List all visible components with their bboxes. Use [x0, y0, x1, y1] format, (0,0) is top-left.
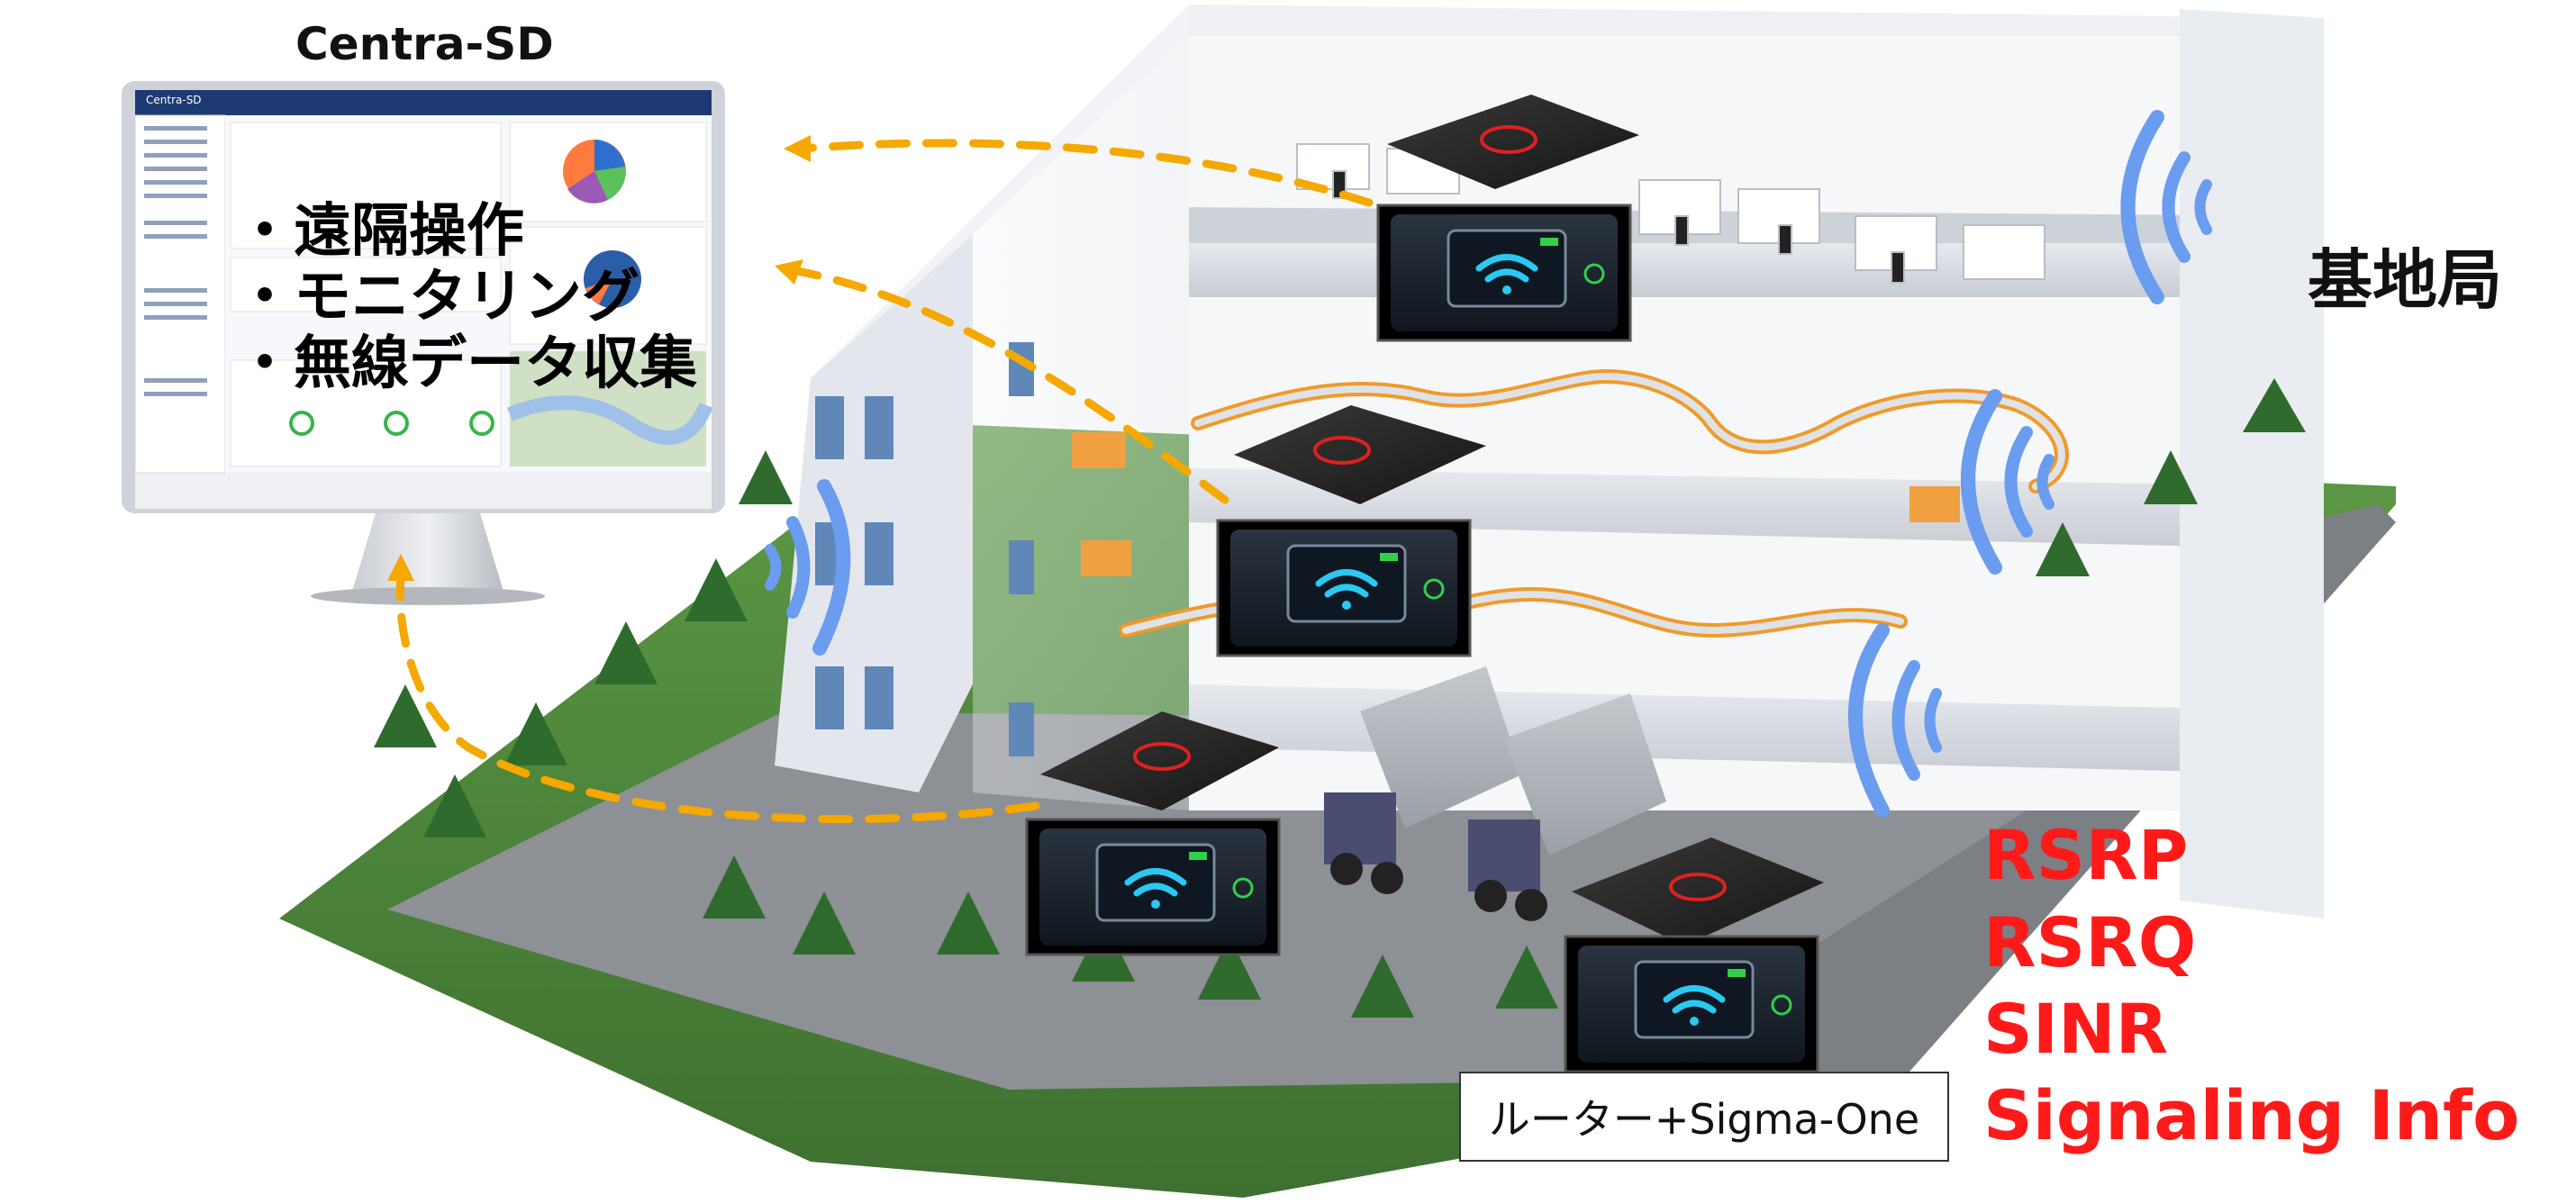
- app-header-label: Centra-SD: [146, 94, 202, 106]
- router-device: [1216, 519, 1472, 657]
- router-device: [1376, 204, 1632, 342]
- sigma-logo-icon: [1313, 436, 1371, 465]
- app-title: Centra-SD: [295, 18, 554, 70]
- monitor: [122, 81, 725, 605]
- feature-monitoring: ・モニタリング: [236, 264, 639, 330]
- feature-remote-operation: ・遠隔操作: [236, 198, 524, 265]
- sigma-logo-icon: [1133, 742, 1191, 771]
- wifi-icon: [1475, 254, 1538, 294]
- agv-cart: [1081, 540, 1131, 576]
- signal-wave-icon: [1961, 389, 2054, 575]
- battery-icon: [1189, 852, 1207, 860]
- power-icon: [1232, 877, 1254, 899]
- sigma-one-device: [1234, 405, 1486, 504]
- router-device: [1025, 818, 1281, 956]
- agv-cart: [1909, 486, 1960, 522]
- battery-icon: [1728, 969, 1746, 977]
- app-sidebar: [134, 114, 226, 474]
- metric-sinr: SINR: [1983, 989, 2169, 1069]
- signal-wave-icon: [765, 479, 851, 656]
- wifi-icon: [1663, 985, 1726, 1026]
- sigma-logo-icon: [1669, 873, 1727, 901]
- router-device: [1564, 935, 1819, 1073]
- arrowheads: [387, 135, 811, 581]
- signal-wave-icon: [2120, 110, 2212, 304]
- metric-rsrp: RSRP: [1983, 815, 2189, 895]
- power-icon: [1423, 578, 1445, 600]
- sigma-one-device: [1040, 711, 1279, 810]
- power-icon: [1771, 994, 1792, 1016]
- sigma-one-device: [1572, 837, 1824, 946]
- metric-signaling-info: Signaling Info: [1983, 1075, 2520, 1155]
- data-flow-arrows: [395, 139, 1374, 824]
- app-header-bar: [135, 90, 712, 115]
- battery-icon: [1540, 238, 1558, 246]
- power-icon: [1583, 263, 1605, 285]
- battery-icon: [1380, 553, 1398, 561]
- wifi-icon: [1124, 868, 1187, 909]
- sigma-logo-icon: [1480, 125, 1537, 154]
- base-station-label: 基地局: [2308, 242, 2503, 318]
- wifi-icon: [1315, 569, 1378, 610]
- truck-icon: [1324, 666, 1522, 894]
- office-desks: [1296, 143, 2045, 284]
- truck-icon: [1468, 693, 1666, 921]
- tree-icon: [374, 378, 2306, 1018]
- agv-cart: [1072, 432, 1126, 468]
- sigma-one-device: [1387, 95, 1639, 189]
- device-label: ルーター+Sigma-One: [1459, 1072, 1949, 1162]
- signal-wave-icon: [1848, 623, 1942, 818]
- feature-wireless-data-collection: ・無線データ収集: [236, 330, 697, 397]
- metric-rsrq: RSRQ: [1983, 902, 2197, 982]
